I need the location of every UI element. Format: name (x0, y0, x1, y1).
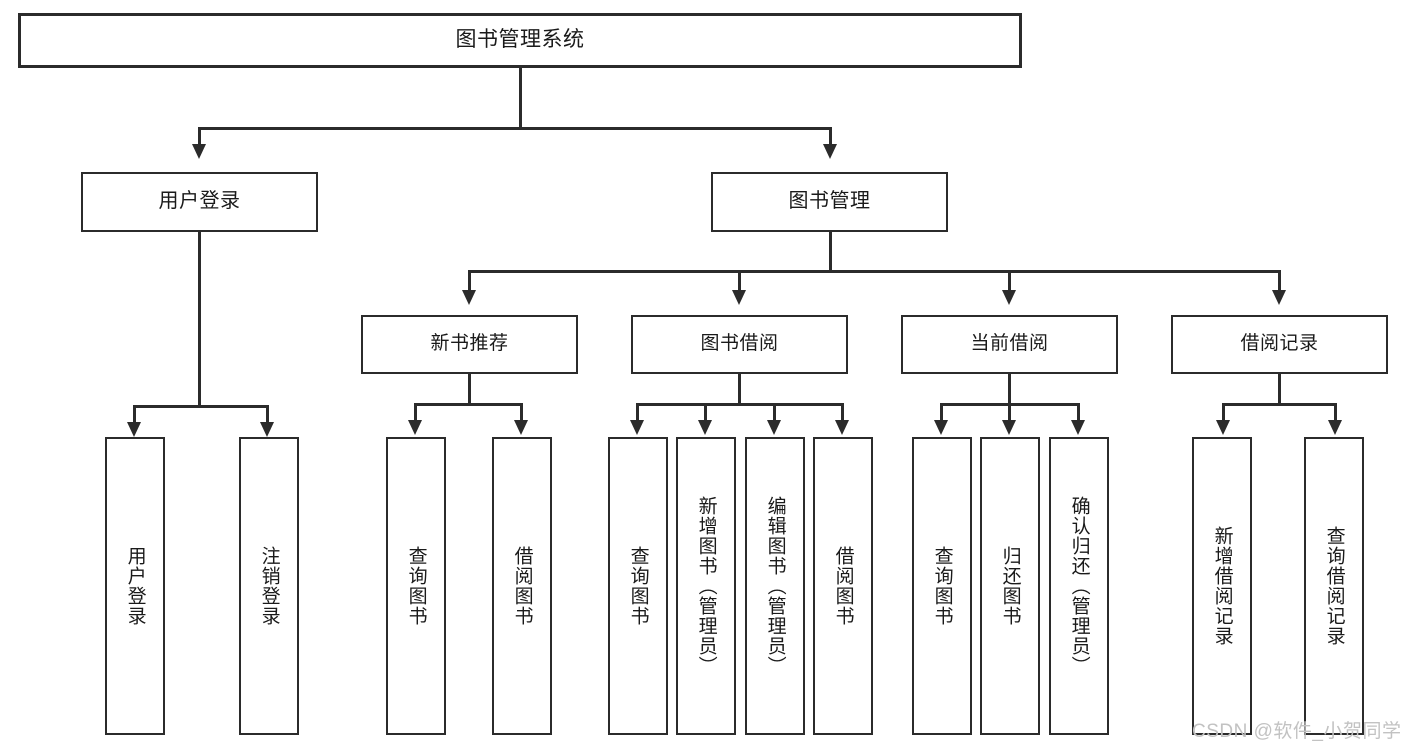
connector-user-login-leaf-0 (133, 405, 136, 425)
leaf-label: 归还图书 (999, 546, 1021, 626)
connector-borrow-record-leaf-0 (1222, 403, 1225, 423)
node-label: 图书管理系统 (455, 28, 585, 52)
leaf-label: 查询图书 (627, 546, 649, 626)
leaf-label: 查询图书 (931, 546, 953, 626)
connector-user-login-trunk (198, 232, 201, 407)
node-book-management[interactable]: 图书管理 (711, 172, 948, 232)
connector-current-borrow-leaf-2 (1077, 403, 1080, 423)
arrowhead-book-borrow-leaf-3 (835, 420, 849, 435)
connector-root-to-user-login (198, 127, 201, 146)
connector-current-borrow-leaf-1 (1008, 403, 1011, 423)
connector-new-book-recommend-leaf-0 (414, 403, 417, 423)
arrowhead-current-borrow-leaf-2 (1071, 420, 1085, 435)
connector-book-borrow-trunk (738, 374, 741, 405)
leaf-label: 新增图书（管理员） (695, 496, 717, 676)
node-user-login[interactable]: 用户登录 (81, 172, 318, 232)
node-current-borrow[interactable]: 当前借阅 (901, 315, 1118, 374)
leaf-current-borrow-1[interactable]: 归还图书 (980, 437, 1040, 735)
connector-current-borrow-leaf-0 (940, 403, 943, 423)
connector-root-bus (198, 127, 831, 130)
leaf-current-borrow-2[interactable]: 确认归还（管理员） (1049, 437, 1109, 735)
arrowhead-level3-branch-1 (732, 290, 746, 305)
connector-level3-branch-0 (468, 270, 471, 292)
connector-current-borrow-trunk (1008, 374, 1011, 405)
connector-new-book-recommend-bus (414, 403, 522, 406)
leaf-user-login-1[interactable]: 注销登录 (239, 437, 299, 735)
node-label: 图书借阅 (700, 333, 779, 355)
arrowhead-user-login-leaf-1 (260, 422, 274, 437)
connector-new-book-recommend-leaf-1 (520, 403, 523, 423)
leaf-label: 借阅图书 (832, 546, 854, 626)
leaf-label: 查询图书 (405, 546, 427, 626)
connector-book-borrow-bus (636, 403, 843, 406)
connector-book-management-trunk (829, 232, 832, 272)
arrowhead-level3-branch-3 (1272, 290, 1286, 305)
leaf-new-book-recommend-0[interactable]: 查询图书 (386, 437, 446, 735)
node-label: 图书管理 (788, 190, 871, 213)
arrowhead-level3-branch-2 (1002, 290, 1016, 305)
node-label: 当前借阅 (970, 333, 1049, 355)
arrowhead-current-borrow-leaf-1 (1002, 420, 1016, 435)
leaf-label: 用户登录 (124, 546, 146, 626)
leaf-new-book-recommend-1[interactable]: 借阅图书 (492, 437, 552, 735)
leaf-current-borrow-0[interactable]: 查询图书 (912, 437, 972, 735)
connector-borrow-record-bus (1222, 403, 1336, 406)
node-label: 新书推荐 (430, 333, 509, 355)
node-new-book-recommend[interactable]: 新书推荐 (361, 315, 578, 374)
connector-user-login-leaf-1 (266, 405, 269, 425)
node-label: 用户登录 (158, 190, 241, 213)
leaf-user-login-0[interactable]: 用户登录 (105, 437, 165, 735)
connector-new-book-recommend-trunk (468, 374, 471, 405)
arrowhead-borrow-record-leaf-1 (1328, 420, 1342, 435)
connector-user-login-bus (133, 405, 268, 408)
leaf-borrow-record-0[interactable]: 新增借阅记录 (1192, 437, 1252, 735)
leaf-book-borrow-3[interactable]: 借阅图书 (813, 437, 873, 735)
node-book-borrow[interactable]: 图书借阅 (631, 315, 848, 374)
arrowhead-current-borrow-leaf-0 (934, 420, 948, 435)
leaf-borrow-record-1[interactable]: 查询借阅记录 (1304, 437, 1364, 735)
connector-root-to-book-management (829, 127, 832, 146)
leaf-book-borrow-1[interactable]: 新增图书（管理员） (676, 437, 736, 735)
leaf-label: 编辑图书（管理员） (764, 496, 786, 676)
arrowhead-root-to-user-login (192, 144, 206, 159)
arrowhead-book-borrow-leaf-0 (630, 420, 644, 435)
arrowhead-book-borrow-leaf-1 (698, 420, 712, 435)
connector-level3-bus (468, 270, 1280, 273)
connector-book-borrow-leaf-2 (773, 403, 776, 423)
arrowhead-root-to-book-management (823, 144, 837, 159)
leaf-book-borrow-0[interactable]: 查询图书 (608, 437, 668, 735)
connector-level3-branch-2 (1008, 270, 1011, 292)
arrowhead-borrow-record-leaf-0 (1216, 420, 1230, 435)
connector-book-borrow-leaf-0 (636, 403, 639, 423)
node-borrow-record[interactable]: 借阅记录 (1171, 315, 1388, 374)
arrowhead-new-book-recommend-leaf-1 (514, 420, 528, 435)
leaf-label: 确认归还（管理员） (1068, 496, 1090, 676)
leaf-label: 查询借阅记录 (1323, 526, 1345, 646)
connector-borrow-record-trunk (1278, 374, 1281, 405)
connector-borrow-record-leaf-1 (1334, 403, 1337, 423)
leaf-label: 借阅图书 (511, 546, 533, 626)
leaf-book-borrow-2[interactable]: 编辑图书（管理员） (745, 437, 805, 735)
connector-book-borrow-leaf-1 (704, 403, 707, 423)
arrowhead-level3-branch-0 (462, 290, 476, 305)
leaf-label: 新增借阅记录 (1211, 526, 1233, 646)
arrowhead-book-borrow-leaf-2 (767, 420, 781, 435)
connector-root-trunk (519, 68, 522, 129)
leaf-label: 注销登录 (258, 546, 280, 626)
arrowhead-user-login-leaf-0 (127, 422, 141, 437)
connector-book-borrow-leaf-3 (841, 403, 844, 423)
node-label: 借阅记录 (1240, 333, 1319, 355)
connector-level3-branch-3 (1278, 270, 1281, 292)
node-root-book-management-system[interactable]: 图书管理系统 (18, 13, 1022, 68)
arrowhead-new-book-recommend-leaf-0 (408, 420, 422, 435)
connector-level3-branch-1 (738, 270, 741, 292)
